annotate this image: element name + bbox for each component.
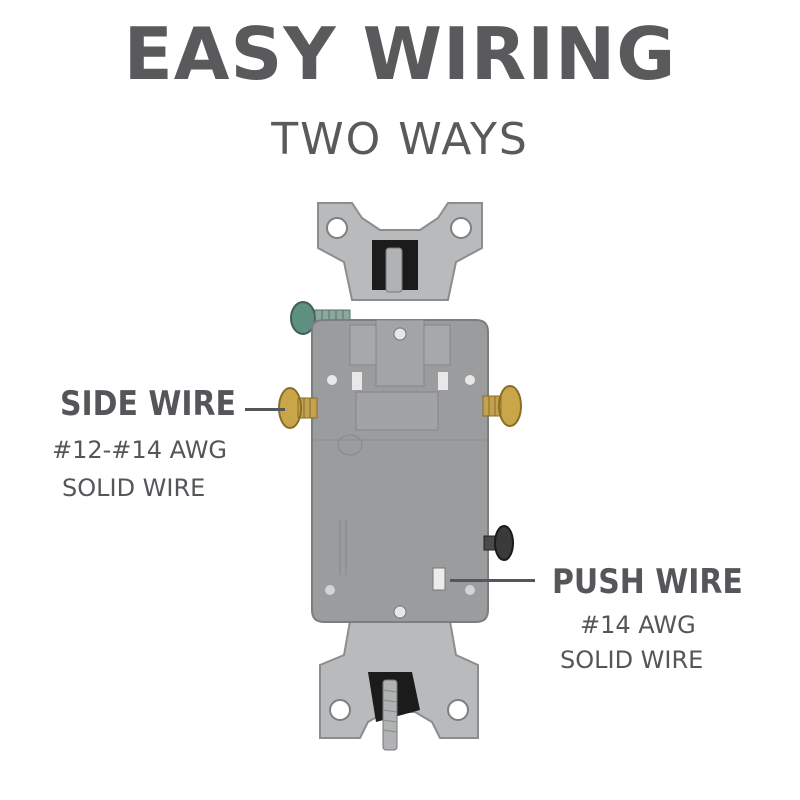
push-wire-gauge: #14 AWG: [580, 611, 696, 639]
side-terminal-screw-right-icon: [482, 385, 522, 427]
side-wire-type: SOLID WIRE: [62, 474, 206, 502]
page-title: EASY WIRING: [123, 12, 677, 96]
switch-housing: [311, 319, 489, 623]
side-wire-gauge: #12-#14 AWG: [52, 436, 228, 464]
side-wire-leader-line: [245, 408, 285, 411]
side-wire-heading: SIDE WIRE: [60, 384, 236, 424]
common-terminal-screw-icon: [483, 525, 514, 561]
push-wire-type: SOLID WIRE: [560, 646, 704, 674]
page-subtitle: TWO WAYS: [271, 114, 529, 165]
bottom-mounting-strap: [319, 609, 479, 751]
side-terminal-screw-left-icon: [278, 387, 318, 429]
push-wire-heading: PUSH WIRE: [552, 562, 743, 602]
top-mounting-strap: [317, 202, 483, 301]
push-wire-leader-line: [450, 579, 535, 582]
